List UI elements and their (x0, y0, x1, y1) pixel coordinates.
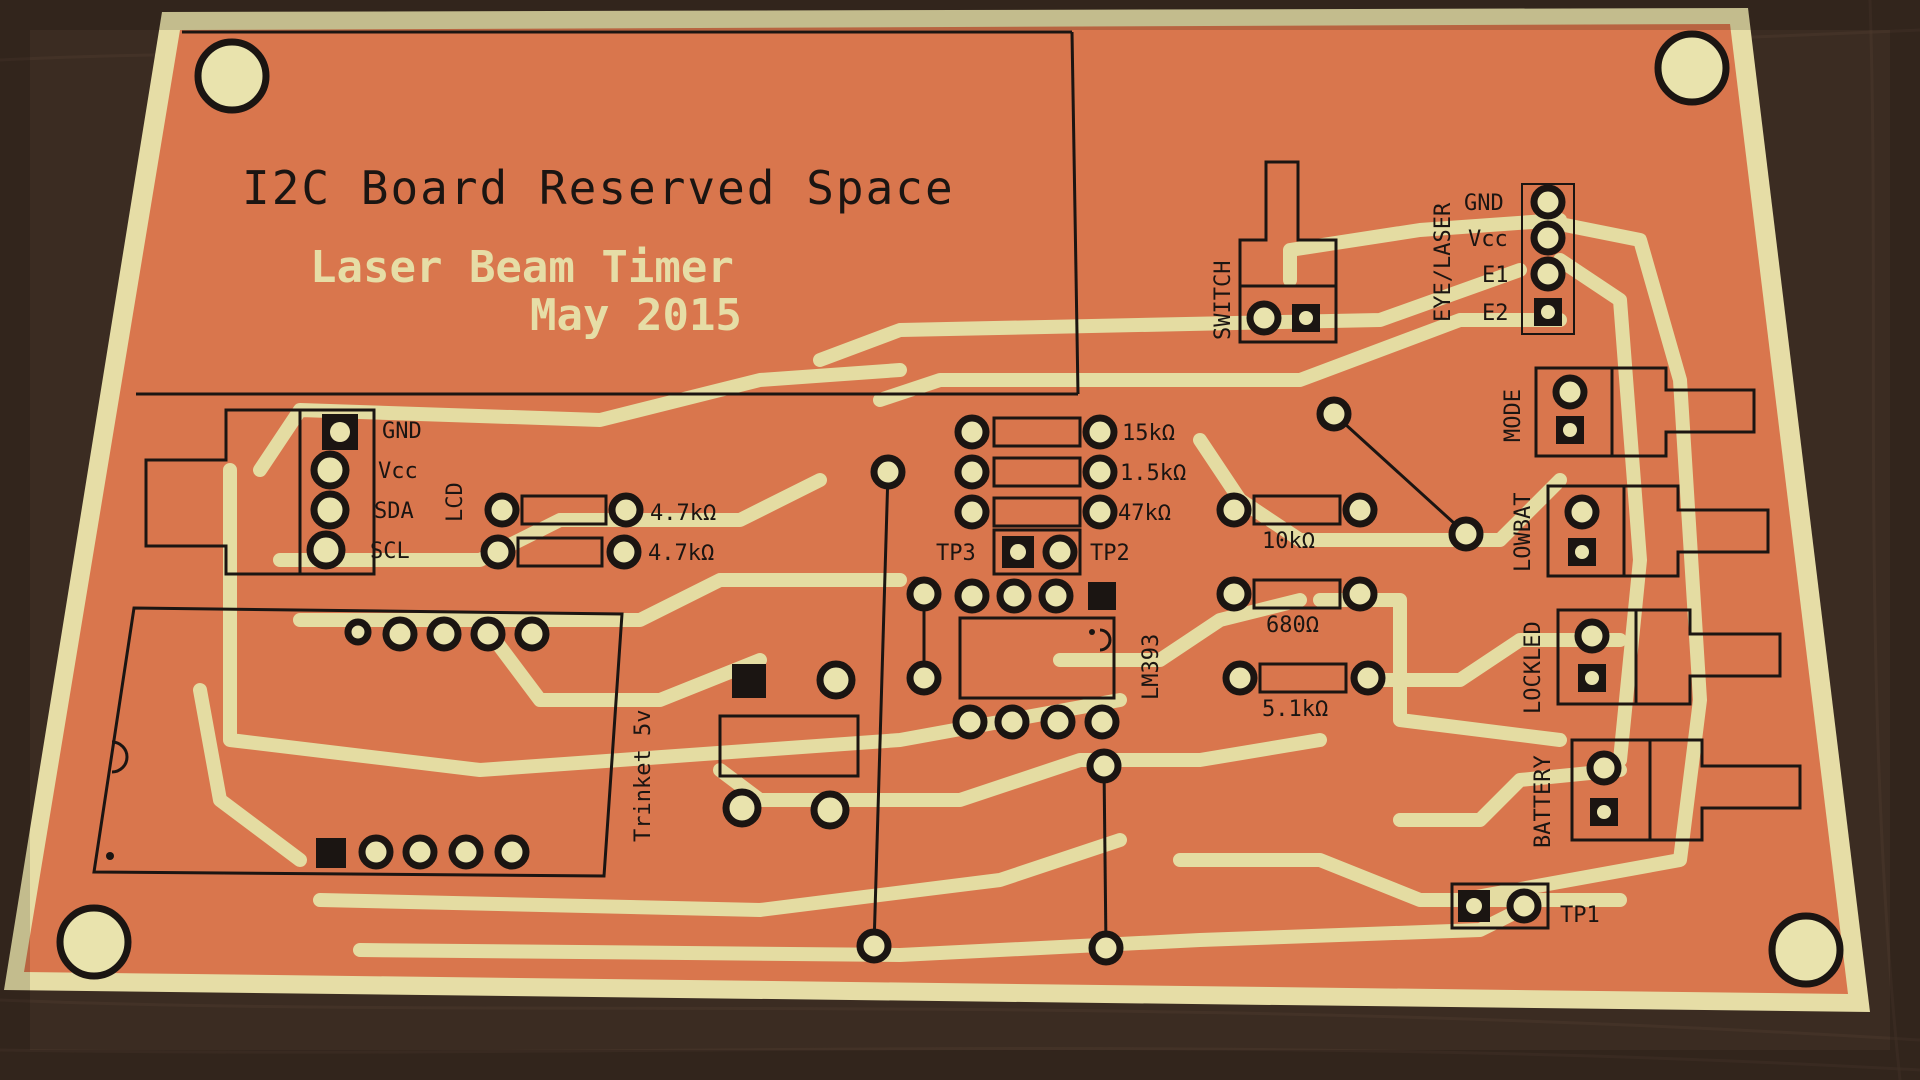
tp3-label: TP3 (936, 541, 976, 566)
eye-laser-pin-vcc-label: Vcc (1468, 227, 1508, 252)
switch-connector: SWITCH (1211, 160, 1338, 344)
switch-label: SWITCH (1211, 261, 1236, 340)
trinket-label: Trinket 5v (631, 710, 656, 842)
jumper-wires (856, 396, 1484, 966)
eye-laser-label: EYE/LASER (1431, 202, 1456, 322)
test-point-1: TP1 (1450, 882, 1600, 930)
lcd-resistor-2-label: 4.7kΩ (648, 541, 714, 566)
lcd-label: LCD (443, 482, 468, 522)
tp2-label: TP2 (1090, 541, 1130, 566)
lm393-label: LM393 (1139, 634, 1164, 700)
mode-connector: MODE (1501, 366, 1756, 458)
resistor-15k-label: 15kΩ (1122, 421, 1175, 446)
lcd-pin-gnd-label: GND (382, 419, 422, 444)
ghost-text-line-1: Laser Beam Timer (310, 242, 734, 293)
eye-laser-connector: GND Vcc E1 E2 EYE/LASER (1431, 183, 1575, 335)
resistor-10k-label: 10kΩ (1262, 529, 1315, 554)
lcd-pin-scl-label: SCL (370, 539, 410, 564)
right-resistors: 10kΩ 680Ω 5.1kΩ (1216, 492, 1386, 722)
eye-laser-pin-gnd-label: GND (1464, 191, 1504, 216)
lcd-connector: GND Vcc SDA SCL LCD (144, 408, 468, 576)
resistor-47k-label: 47kΩ (1118, 501, 1171, 526)
lcd-resistors: 4.7kΩ 4.7kΩ (480, 492, 716, 570)
eye-laser-pin-e2-label: E2 (1482, 301, 1509, 326)
lcd-pin-vcc-label: Vcc (378, 459, 418, 484)
mounting-holes (56, 30, 1844, 988)
ghost-text-line-2: May 2015 (530, 290, 742, 341)
tp1-label: TP1 (1560, 903, 1600, 928)
lcd-resistor-1-label: 4.7kΩ (650, 501, 716, 526)
copper-pour (24, 24, 1848, 994)
lockled-connector: LOCKLED (1521, 608, 1782, 714)
center-resistors: 15kΩ 1.5kΩ 47kΩ (954, 414, 1186, 530)
eye-laser-pin-e1-label: E1 (1482, 263, 1509, 288)
test-points-2-3: TP3 TP2 (936, 528, 1130, 576)
lowbat-label: LOWBAT (1511, 493, 1536, 572)
resistor-5-1k-label: 5.1kΩ (1262, 697, 1328, 722)
small-module (718, 660, 860, 830)
mode-label: MODE (1501, 389, 1526, 442)
reserved-space-title: I2C Board Reserved Space (242, 161, 955, 215)
battery-connector: BATTERY (1531, 738, 1802, 848)
resistor-1-5k-label: 1.5kΩ (1120, 461, 1186, 486)
resistor-680-label: 680Ω (1266, 613, 1319, 638)
battery-label: BATTERY (1531, 755, 1556, 848)
reserved-space-outline (136, 30, 1080, 396)
lcd-pin-sda-label: SDA (374, 499, 414, 524)
trinket-module: Trinket 5v (92, 606, 656, 878)
lm393-ic: LM393 (952, 578, 1164, 740)
lowbat-connector: LOWBAT (1511, 484, 1770, 578)
lockled-label: LOCKLED (1521, 621, 1546, 714)
